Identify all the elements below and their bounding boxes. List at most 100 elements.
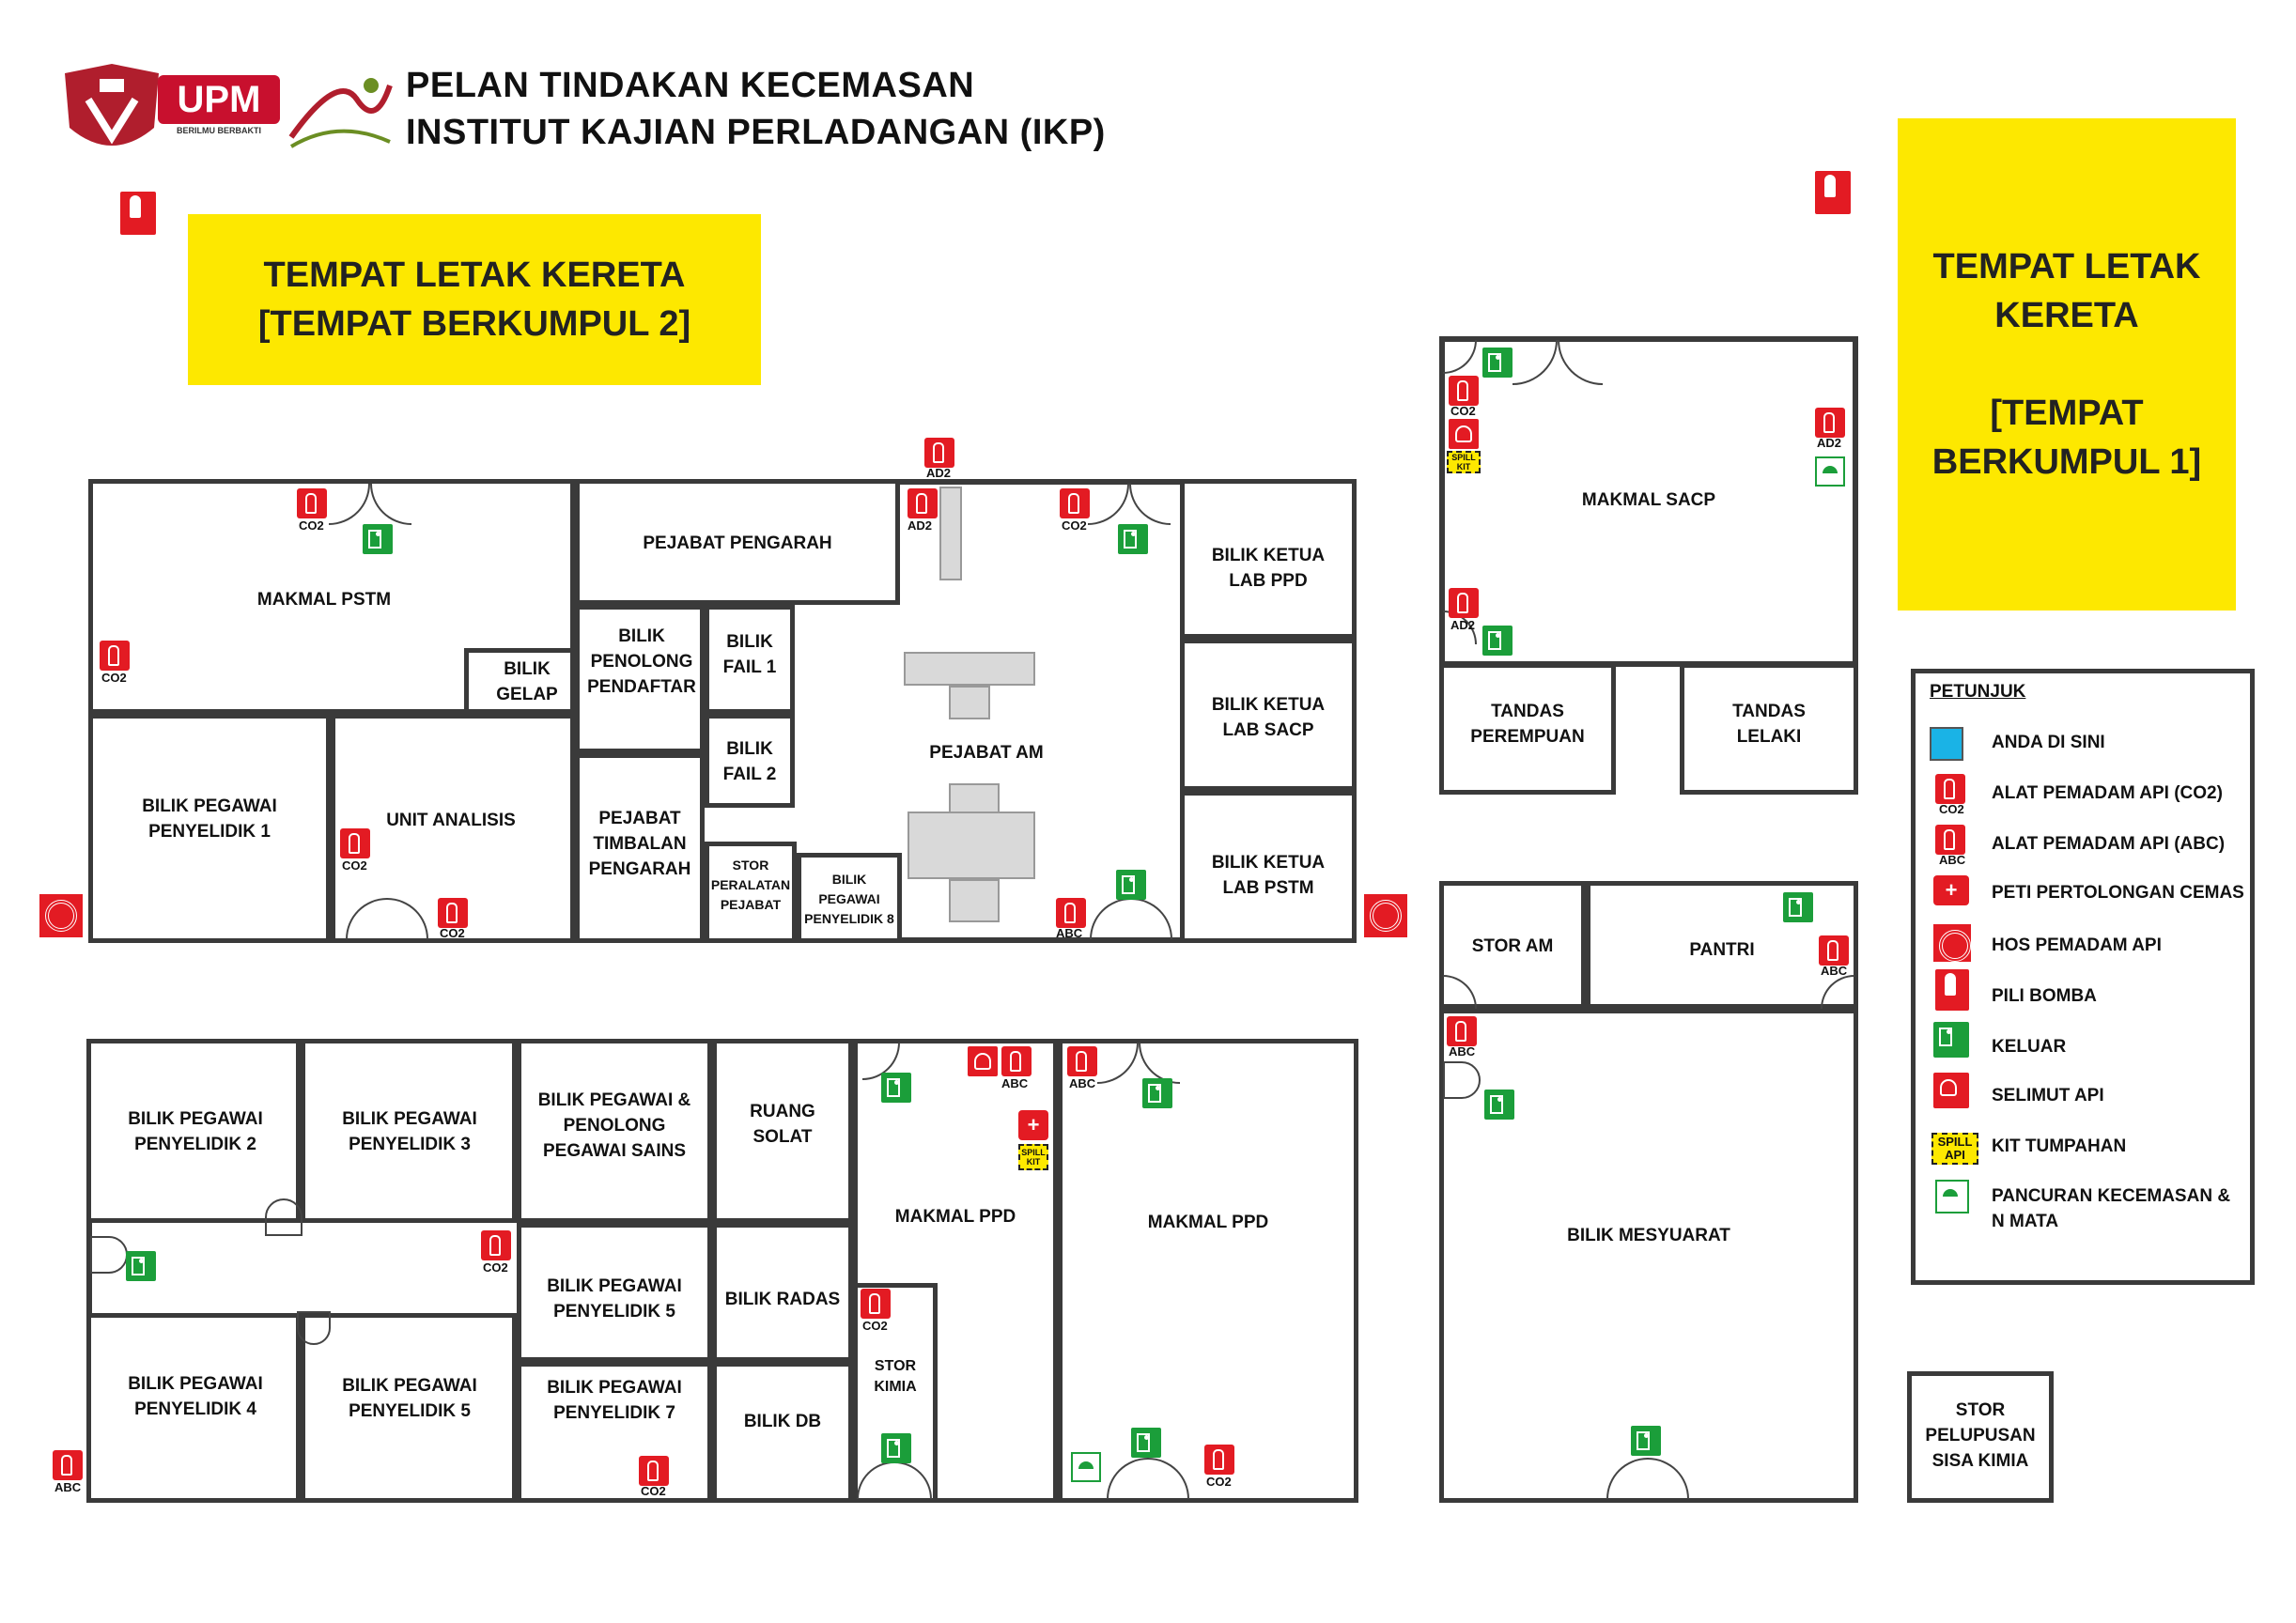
extinguisher-tag: AD2 (1817, 436, 1842, 450)
exit-icon (881, 1073, 911, 1103)
door[interactable] (1443, 1061, 1481, 1099)
room-label: STOR PELUPUSAN SISA KIMIA (1925, 1400, 2036, 1471)
room-label: UNIT ANALISIS (386, 811, 516, 830)
extinguisher-tag: CO2 (1451, 404, 1476, 418)
room-bilik-gelap (464, 648, 575, 714)
extinguisher-tag: CO2 (1206, 1475, 1232, 1489)
room-bilik-pegawai-4 (86, 1313, 301, 1503)
exit-icon (126, 1251, 156, 1281)
room-label: PANTRI (1689, 940, 1755, 960)
room-label: BILIK KETUA LAB PPD (1211, 546, 1326, 591)
exit-icon (881, 1433, 911, 1463)
room-pejabat-pengarah (575, 479, 900, 605)
door[interactable] (297, 1311, 331, 1345)
extinguisher-co2-icon (1935, 774, 1965, 804)
room-bilik-pegawai-2 (86, 1039, 301, 1223)
room-bilik-ketua-pstm (1180, 791, 1357, 943)
upm-motto: BERILMU BERBAKTI (177, 126, 261, 135)
workstation (908, 812, 1035, 879)
spill-kit-icon: SPILL KIT (1018, 1144, 1048, 1170)
extinguisher-icon (1056, 898, 1086, 928)
room-label: RUANG SOLAT (750, 1102, 815, 1147)
exit-icon (1482, 626, 1513, 656)
room-stor-pelupusan (1907, 1371, 2054, 1503)
exit-icon (363, 524, 393, 554)
fire-blanket-icon (1449, 419, 1479, 449)
room-makmal-sacp (1439, 336, 1858, 667)
fire-hose-icon (1933, 924, 1971, 962)
door[interactable] (90, 1236, 128, 1274)
extinguisher-icon (53, 1450, 83, 1480)
legend-label: PILI BOMBA (1992, 986, 2097, 1006)
exit-icon (1631, 1426, 1661, 1456)
extinguisher-tag: ABC (1069, 1076, 1096, 1090)
hydrant-icon (120, 192, 156, 235)
room-label: BILIK PEGAWAI PENYELIDIK 5 (342, 1376, 477, 1421)
room-label: BILIK PENOLONG PENDAFTAR (587, 626, 696, 697)
exit-icon (1783, 892, 1813, 922)
room-tandas-perempuan (1439, 663, 1616, 795)
room-stor-peralatan (705, 842, 797, 943)
extinguisher-tag: CO2 (862, 1319, 888, 1333)
legend-label: SELIMUT API (1992, 1086, 2104, 1105)
room-tandas-lelaki (1680, 663, 1858, 795)
extinguisher-icon (297, 488, 327, 518)
exit-icon (1933, 1022, 1969, 1058)
extinguisher-icon (1067, 1046, 1097, 1076)
extinguisher-icon (924, 438, 954, 468)
emergency-shower-icon (1071, 1452, 1101, 1482)
room-label: BILIK RADAS (724, 1290, 841, 1309)
room-label: BILIK PEGAWAI PENYELIDIK 7 (547, 1378, 682, 1423)
extinguisher-icon (1449, 588, 1479, 618)
legend-label: ALAT PEMADAM API (CO2) (1992, 783, 2223, 803)
room-label: BILIK FAIL 2 (722, 739, 777, 784)
extinguisher-icon (639, 1456, 669, 1486)
exit-icon (1118, 524, 1148, 554)
page-title: PELAN TINDAKAN KECEMASAN INSTITUT KAJIAN… (406, 66, 1106, 152)
extinguisher-icon (438, 898, 468, 928)
legend-label: KIT TUMPAHAN (1992, 1136, 2127, 1156)
room-bilik-ketua-sacp (1180, 639, 1357, 791)
room-label: BILIK FAIL 1 (722, 632, 777, 677)
ikp-logo (282, 62, 395, 156)
extinguisher-tag: CO2 (440, 926, 465, 940)
room-label: BILIK MESYUARAT (1567, 1226, 1730, 1245)
workstation (904, 652, 1035, 686)
legend-label: ALAT PEMADAM API (ABC) (1992, 834, 2226, 854)
extinguisher-icon (1447, 1016, 1477, 1046)
room-label: BILIK PEGAWAI PENYELIDIK 3 (342, 1109, 477, 1154)
room-label: MAKMAL PPD (1147, 1213, 1269, 1232)
legend-label: PETI PERTOLONGAN CEMAS (1992, 883, 2244, 903)
extinguisher-icon (1819, 935, 1849, 966)
extinguisher-icon (1204, 1445, 1234, 1475)
extinguisher-tag: ABC (1821, 964, 1848, 978)
first-aid-icon (1933, 875, 1969, 905)
legend-label: ANDA DI SINI (1992, 733, 2105, 752)
extinguisher-tag: CO2 (641, 1484, 666, 1498)
extinguisher-icon (908, 488, 938, 518)
legend-tag: ABC (1939, 853, 1966, 867)
room-label: TANDAS PEREMPUAN (1470, 702, 1585, 747)
room-label: STOR PERALATAN PEJABAT (710, 858, 791, 912)
room-label: MAKMAL PSTM (256, 590, 392, 610)
extinguisher-tag: ABC (1056, 926, 1083, 940)
extinguisher-icon (481, 1230, 511, 1260)
extinguisher-tag: CO2 (342, 858, 367, 873)
legend-label: KELUAR (1992, 1037, 2067, 1057)
room-label: MAKMAL SACP (1581, 490, 1716, 510)
partition (939, 487, 962, 580)
extinguisher-icon (340, 828, 370, 858)
extinguisher-tag: CO2 (299, 518, 324, 533)
door[interactable] (265, 1198, 303, 1236)
room-bilik-fail-1 (705, 605, 795, 714)
fire-blanket-icon (1933, 1073, 1969, 1108)
room-pejabat-timbalan (575, 753, 705, 943)
fire-hose-icon (39, 894, 83, 937)
room-label: BILIK PEGAWAI & PENOLONG PEGAWAI SAINS (537, 1090, 691, 1161)
extinguisher-tag: AD2 (908, 518, 933, 533)
room-ruang-solat (712, 1039, 853, 1223)
emergency-shower-icon (1815, 456, 1845, 487)
room-label: BILIK DB (743, 1412, 822, 1431)
hydrant-icon (1935, 969, 1969, 1011)
exit-icon (1142, 1078, 1172, 1108)
